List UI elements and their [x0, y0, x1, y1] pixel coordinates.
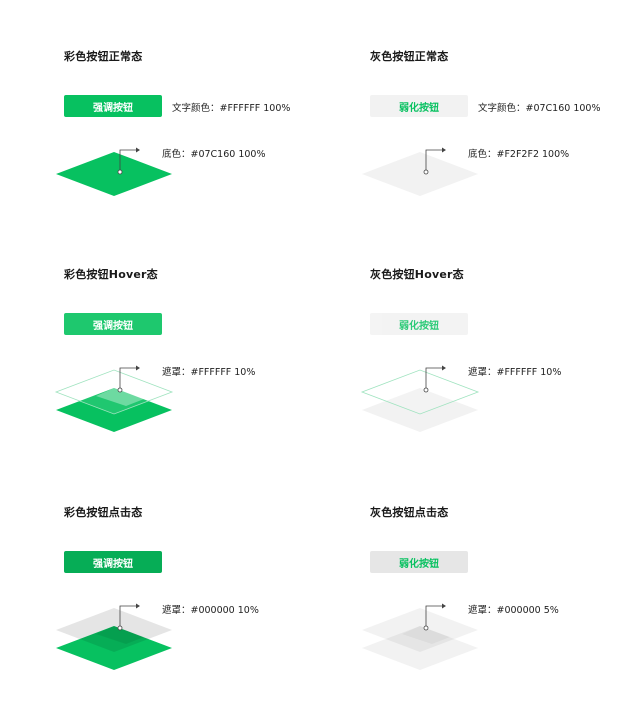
callout-arrow: [136, 603, 140, 609]
base-layer: [362, 388, 478, 432]
text-color-note: 文字颜色：#FFFFFF 100%: [172, 103, 291, 114]
anchor-dot: [423, 387, 429, 393]
panel-title: 彩色按钮点击态: [64, 506, 143, 519]
panel-title: 灰色按钮正常态: [370, 50, 449, 63]
panel-title: 灰色按钮Hover态: [370, 268, 464, 281]
callout-arrow: [442, 365, 446, 371]
callout-label: 底色：#F2F2F2 100%: [468, 149, 570, 160]
emphasis-button[interactable]: 强调按钮: [64, 95, 162, 117]
weak-button[interactable]: 弱化按钮: [370, 95, 468, 117]
base-layer: [56, 152, 172, 196]
base-layer: [56, 626, 172, 670]
callout-line: [425, 149, 442, 172]
mask-layer: [360, 369, 480, 415]
mask-layer: [54, 369, 174, 415]
base-layer: [362, 152, 478, 196]
callout-label: 遮罩：#000000 10%: [162, 605, 259, 616]
callout-arrow: [442, 147, 446, 153]
callout-arrow: [442, 603, 446, 609]
callout-arrow: [136, 147, 140, 153]
callout-label: 遮罩：#FFFFFF 10%: [162, 367, 256, 378]
layer-diagram: [360, 365, 480, 432]
callout-label: 底色：#07C160 100%: [162, 149, 266, 160]
callout-label: 遮罩：#000000 5%: [468, 605, 559, 616]
anchor-dot: [117, 625, 123, 631]
base-layer: [56, 388, 172, 432]
anchor-dot: [423, 169, 429, 175]
mask-layer: [362, 608, 478, 652]
layer-diagram: [56, 603, 172, 670]
callout-line: [119, 367, 136, 390]
panel-gray-active: 灰色按钮点击态 弱化按钮 遮罩：#000000 5%: [362, 504, 640, 704]
layer-diagram: [56, 147, 172, 196]
overlap-shade: [402, 626, 450, 644]
emphasis-button-active[interactable]: 强调按钮: [64, 551, 162, 573]
panel-color-active: 彩色按钮点击态 强调按钮 遮罩：#000000 10%: [56, 504, 364, 704]
callout-label: 遮罩：#FFFFFF 10%: [468, 367, 562, 378]
callout-line: [425, 605, 442, 628]
mask-layer: [56, 608, 172, 652]
panel-title: 彩色按钮Hover态: [64, 268, 158, 281]
callout-line: [425, 367, 442, 390]
panel-title: 灰色按钮点击态: [370, 506, 449, 519]
layer-diagram: [362, 147, 478, 196]
overlap-shade: [96, 626, 144, 644]
panel-color-normal: 彩色按钮正常态 强调按钮 文字颜色：#FFFFFF 100% 底色：#07C16…: [56, 48, 364, 248]
anchor-dot: [117, 169, 123, 175]
anchor-dot: [117, 387, 123, 393]
layer-diagram: [54, 365, 174, 432]
callout-line: [119, 605, 136, 628]
panel-gray-hover: 灰色按钮Hover态 弱化按钮 遮罩：#FFFFFF 10%: [360, 266, 640, 466]
weak-button-hover[interactable]: 弱化按钮: [370, 313, 468, 335]
panel-title: 彩色按钮正常态: [64, 50, 143, 63]
panel-gray-normal: 灰色按钮正常态 弱化按钮 文字颜色：#07C160 100% 底色：#F2F2F…: [362, 48, 640, 248]
callout-line: [119, 149, 136, 172]
overlay-fill: [96, 388, 144, 406]
callout-arrow: [136, 365, 140, 371]
panel-color-hover: 彩色按钮Hover态 强调按钮 遮罩：#FFFFFF 10%: [54, 266, 364, 466]
emphasis-button-hover[interactable]: 强调按钮: [64, 313, 162, 335]
text-color-note: 文字颜色：#07C160 100%: [478, 103, 601, 114]
base-layer: [362, 626, 478, 670]
anchor-dot: [423, 625, 429, 631]
weak-button-active[interactable]: 弱化按钮: [370, 551, 468, 573]
layer-diagram: [362, 603, 478, 670]
